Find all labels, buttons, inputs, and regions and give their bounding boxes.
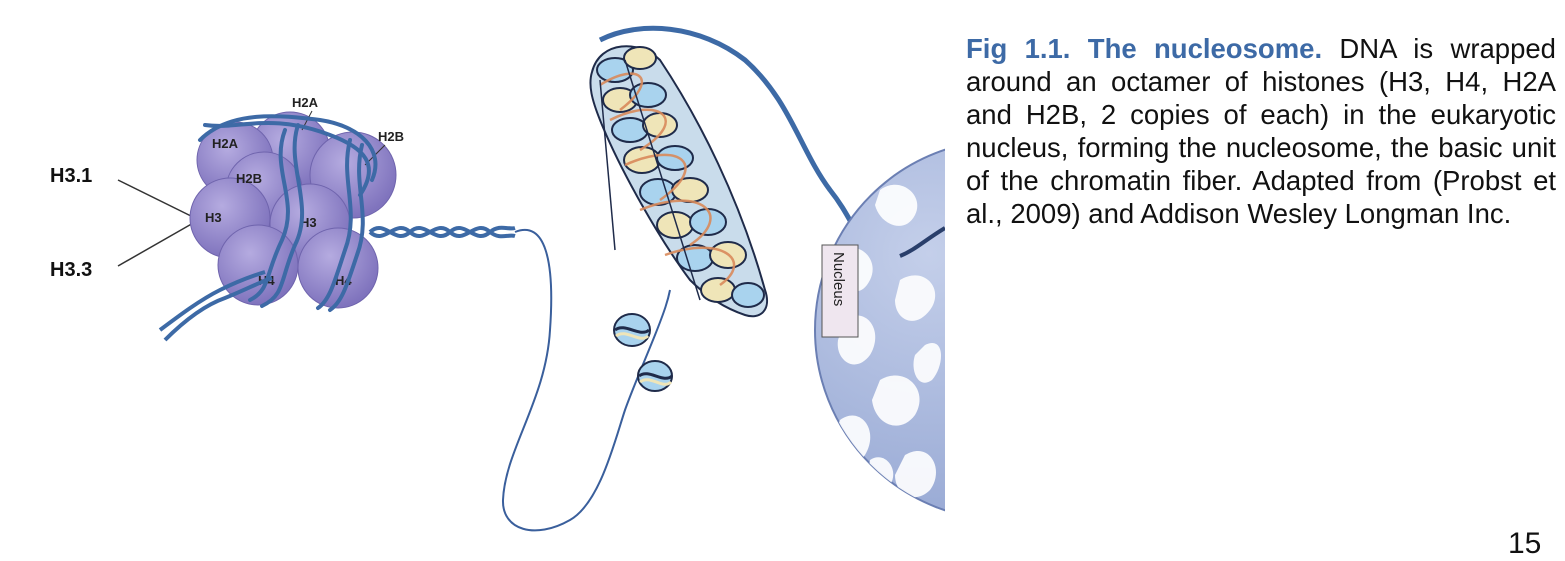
histone-label-h3-left: H3: [205, 210, 222, 225]
chromatin-fiber: [589, 45, 768, 318]
isoform-label-h3-1: H3.1: [50, 165, 92, 187]
caption-body: DNA is wrapped around an octamer of hist…: [966, 33, 1556, 229]
histone-label-h2a-left: H2A: [212, 136, 239, 151]
figure-caption: Fig 1.1. The nucleosome. DNA is wrapped …: [966, 32, 1556, 230]
dna-thin-strand: [501, 229, 671, 532]
histone-label-h2a-top: H2A: [292, 95, 319, 110]
nucleosome-dna-wrap: [198, 114, 378, 312]
nucleosome-figure: H3.1 H3.3 H2A H2A H2B H2B H3 H3 H4 H4: [50, 25, 1196, 532]
isoform-label-h3-3: H3.3: [50, 259, 92, 281]
dna-linker-right: [368, 225, 516, 239]
isoform-connector-lines: [117, 179, 196, 267]
nucleosome-illustration: H3.1 H3.3 H2A H2A H2B H2B H3 H3 H4 H4: [50, 25, 1196, 532]
nucleus-label-box: [821, 244, 859, 338]
caption-lead: Fig 1.1. The nucleosome.: [966, 33, 1323, 64]
histone-label-h3-inner: H3: [300, 215, 317, 230]
dna-linker-left: [158, 270, 273, 342]
histone-label-h2b-inner: H2B: [236, 171, 262, 186]
nucleosome-beads: [613, 313, 673, 392]
nucleus-label: Nucleus: [830, 252, 847, 306]
page-number: 15: [1508, 527, 1542, 560]
histone-label-h2b-right: H2B: [378, 129, 404, 144]
